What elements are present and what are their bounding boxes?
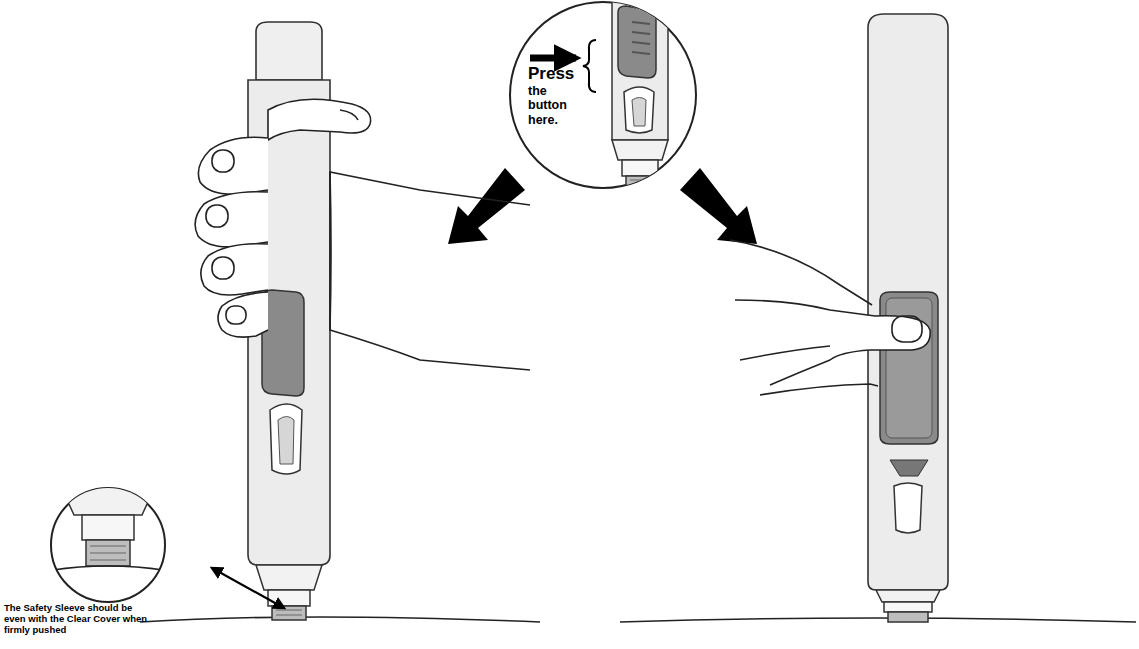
- gripping-hand: [330, 172, 331, 330]
- pressing-hand: [730, 240, 930, 395]
- autoinjector-pen: [876, 590, 940, 602]
- gripping-hand: [330, 172, 530, 370]
- gripping-hand: [268, 99, 371, 140]
- button-closeup: [624, 87, 654, 133]
- button-closeup: [618, 6, 656, 78]
- tip-closeup: [58, 480, 158, 515]
- autoinjector-pen: [278, 417, 294, 465]
- gripping-hand: [212, 257, 234, 279]
- autoinjector-pen: [272, 606, 306, 620]
- pointer-arrow: [680, 168, 757, 244]
- button-closeup: [510, 0, 696, 192]
- tip-closeup: [86, 540, 130, 566]
- pressing-hand: [730, 240, 872, 305]
- skin-line: [140, 617, 540, 622]
- gripping-hand: [198, 137, 268, 194]
- button-closeup: [622, 160, 658, 176]
- autoinjector-pen: [270, 404, 302, 474]
- instruction-heading: Press: [528, 64, 598, 84]
- pressing-hand: [892, 316, 922, 342]
- button-closeup: [632, 98, 646, 127]
- button-closeup: [632, 22, 650, 54]
- pressing-hand: [760, 384, 878, 395]
- button-closeup: [612, 140, 668, 160]
- double-arrow: [212, 568, 284, 608]
- tip-closeup: [40, 566, 176, 572]
- autoinjector-pen: [894, 483, 922, 533]
- pointer-arrow: [448, 168, 525, 244]
- autoinjector-pen: [868, 14, 948, 590]
- button-closeup: [612, 0, 668, 140]
- instruction-text: the button here.: [528, 84, 586, 127]
- button-closeup: [630, 180, 650, 185]
- tip-closeup: [40, 480, 176, 602]
- gripping-hand: [201, 244, 268, 295]
- button-closeup: [530, 55, 576, 62]
- tip-closeup: [82, 515, 134, 540]
- autoinjector-pen: [256, 22, 322, 80]
- tip-closeup: [90, 546, 126, 560]
- gripping-hand: [195, 192, 268, 247]
- pressing-hand: [735, 300, 930, 385]
- autoinjector-pen: [880, 292, 938, 444]
- gripping-hand: [206, 205, 228, 227]
- autoinjector-pen: [888, 612, 928, 622]
- gripping-hand: [340, 110, 358, 120]
- gripping-hand: [218, 292, 268, 337]
- autoinjector-pen: [890, 460, 928, 476]
- autoinjector-pen: [884, 602, 932, 612]
- button-closeup: [626, 176, 654, 192]
- gripping-hand: [212, 150, 234, 172]
- pressing-hand: [740, 346, 830, 360]
- autoinjector-pen: [262, 290, 304, 396]
- gripping-hand: [226, 306, 246, 324]
- autoinjector-pen: [276, 610, 302, 615]
- button-closeup: [583, 40, 596, 92]
- skin-line: [620, 618, 1136, 622]
- autoinjector-pen: [256, 565, 322, 590]
- caption-note: The Safety Sleeve should be even with th…: [4, 603, 154, 636]
- gripping-hand: [195, 99, 530, 370]
